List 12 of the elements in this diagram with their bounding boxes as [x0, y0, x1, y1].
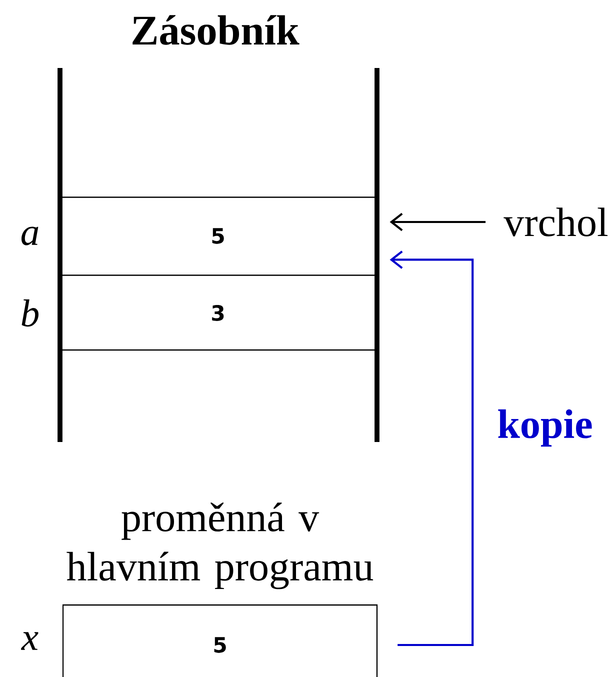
- node-label: proměnná v hlavním programu: [66, 502, 374, 590]
- arrow: [390, 212, 486, 232]
- variable-name: b: [22, 299, 38, 327]
- title: Zásobník: [132, 15, 300, 45]
- stack-cell: 5: [61, 196, 375, 244]
- node-label: vrchol: [504, 208, 608, 236]
- variable-name: x: [20, 632, 38, 650]
- arrow: [390, 250, 474, 646]
- variable-name: a: [22, 226, 38, 246]
- variable-box: 5: [62, 604, 378, 677]
- stack-cell: 3: [61, 274, 375, 321]
- edge-label: kopie: [496, 408, 594, 448]
